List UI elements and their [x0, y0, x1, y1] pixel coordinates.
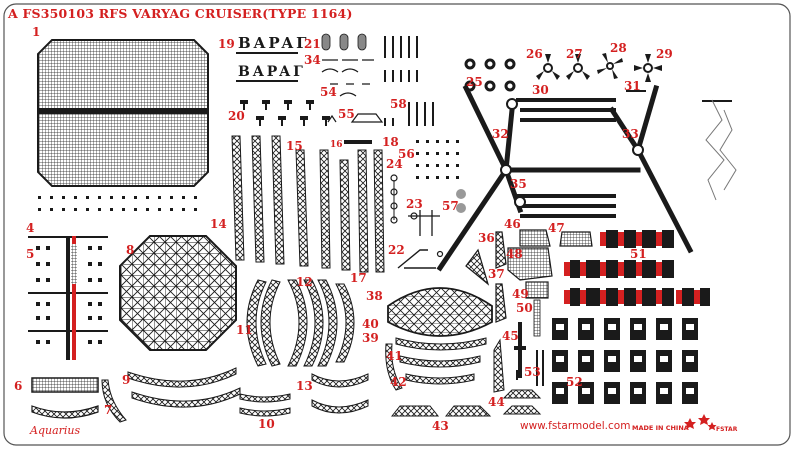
part-label: 16	[330, 140, 343, 150]
part-label: 6	[14, 379, 23, 393]
part-label: 19	[218, 37, 235, 51]
part-label: 9	[122, 373, 131, 387]
part-45-50-53-vertical-bits	[493, 299, 544, 393]
part-1-mesh-panel	[37, 39, 209, 187]
part-label: 12	[296, 275, 313, 289]
part-label: 23	[406, 197, 423, 211]
part-label: 22	[388, 243, 405, 257]
part-label: 13	[296, 379, 313, 393]
part-22-24-57-fittings	[390, 174, 466, 269]
part-label: 4	[26, 221, 35, 235]
part-label: 18	[382, 135, 399, 149]
part-label: 27	[566, 47, 583, 61]
hatch-block-black-row	[570, 230, 710, 306]
part-label: 37	[488, 267, 505, 281]
part-56-58-pin-rows	[384, 36, 459, 179]
part-30-35-long-bars	[516, 90, 732, 218]
part-label: 15	[286, 139, 303, 153]
part-label: 17	[350, 271, 367, 285]
part-label: 29	[656, 47, 673, 61]
part-label: 8	[126, 243, 135, 257]
part-label: 34	[304, 53, 321, 67]
part-label: 42	[390, 375, 407, 389]
part-label: 40	[362, 317, 379, 331]
part-16-bar	[344, 140, 372, 144]
part-label: 14	[210, 217, 227, 231]
part-label: 56	[398, 147, 415, 161]
part-label: 45	[502, 329, 519, 343]
part-label: 55	[338, 107, 355, 121]
part-label: 1	[32, 25, 41, 39]
part-14-bracket-rows	[38, 196, 197, 211]
part-label: 5	[26, 247, 35, 261]
part-label: 25	[466, 75, 483, 89]
made-in-label: MADE IN CHINA	[632, 424, 689, 432]
part-34-53-54-55-small-struts	[321, 59, 384, 123]
part-label: 21	[304, 37, 321, 51]
part-21-capsules	[321, 33, 367, 51]
part-label: 26	[526, 47, 543, 61]
part-label: 44	[488, 395, 505, 409]
part-wire-zigzag	[705, 99, 737, 201]
name-plate-lower: BAPAГ	[238, 64, 306, 80]
brand-stars-icon	[684, 414, 717, 431]
brand-mark: FSTAR	[716, 426, 738, 433]
part-label: 38	[366, 289, 383, 303]
name-plate-upper: BAPAГ	[238, 34, 310, 52]
part-13-arc-rails	[311, 373, 369, 414]
sheet-title: A FS350103 RFS VARYAG CRUISER(TYPE 1164)	[8, 6, 353, 21]
part-8-octagon-lattice	[119, 235, 237, 351]
part-label: 52	[566, 375, 583, 389]
part-label: 49	[512, 287, 529, 301]
part-label: 47	[548, 221, 565, 235]
part-10-flat-rails	[239, 393, 291, 417]
website-url: www.fstarmodel.com	[520, 420, 631, 432]
part-26-29-propellers	[536, 53, 662, 82]
part-7-arc	[31, 405, 99, 419]
part-6-grille	[31, 377, 99, 393]
part-label: 46	[504, 217, 521, 231]
hatch-block-red-row	[564, 232, 700, 304]
part-label: 35	[510, 177, 527, 191]
part-label: 54	[320, 85, 337, 99]
part-label: 51	[630, 247, 647, 261]
part-label: 31	[624, 79, 641, 93]
part-label: 28	[610, 41, 627, 55]
part-label: 43	[432, 419, 449, 433]
part-19-name-plates: BAPAГ BAPAГ	[236, 34, 310, 82]
part-label: 24	[386, 157, 403, 171]
part-label: 30	[532, 83, 549, 97]
part-label: 39	[362, 331, 379, 345]
part-11-12-truss-arcs	[246, 279, 355, 367]
part-label: 10	[258, 417, 275, 431]
part-label: 50	[516, 301, 533, 315]
part-46-49-mesh-panels	[507, 229, 593, 299]
part-label: 7	[104, 403, 113, 417]
part-label: 36	[478, 231, 495, 245]
part-20-small-blades	[240, 100, 330, 126]
part-label: 41	[386, 349, 403, 363]
part-38-oval-lattice	[387, 287, 493, 337]
part-label: 32	[492, 127, 509, 141]
part-36-37-triangles	[465, 231, 507, 323]
part-4-5-ladder-block	[28, 236, 108, 360]
part-label: 48	[506, 247, 523, 261]
part-label: 53	[524, 365, 541, 379]
part-39-42-arcs	[385, 337, 487, 391]
part-label: 33	[622, 127, 639, 141]
part-label: 57	[442, 199, 459, 213]
maker-name: Aquarius	[30, 424, 81, 437]
part-43-44-wedges	[390, 389, 542, 417]
part-15-18-tall-trusses	[231, 135, 385, 273]
part-25-washers	[464, 58, 516, 92]
part-label: 58	[390, 97, 407, 111]
part-label: 20	[228, 109, 245, 123]
part-32-33-hubs	[500, 98, 644, 208]
part-51-52-hatch-blocks	[552, 230, 710, 404]
part-label: 11	[236, 323, 253, 337]
